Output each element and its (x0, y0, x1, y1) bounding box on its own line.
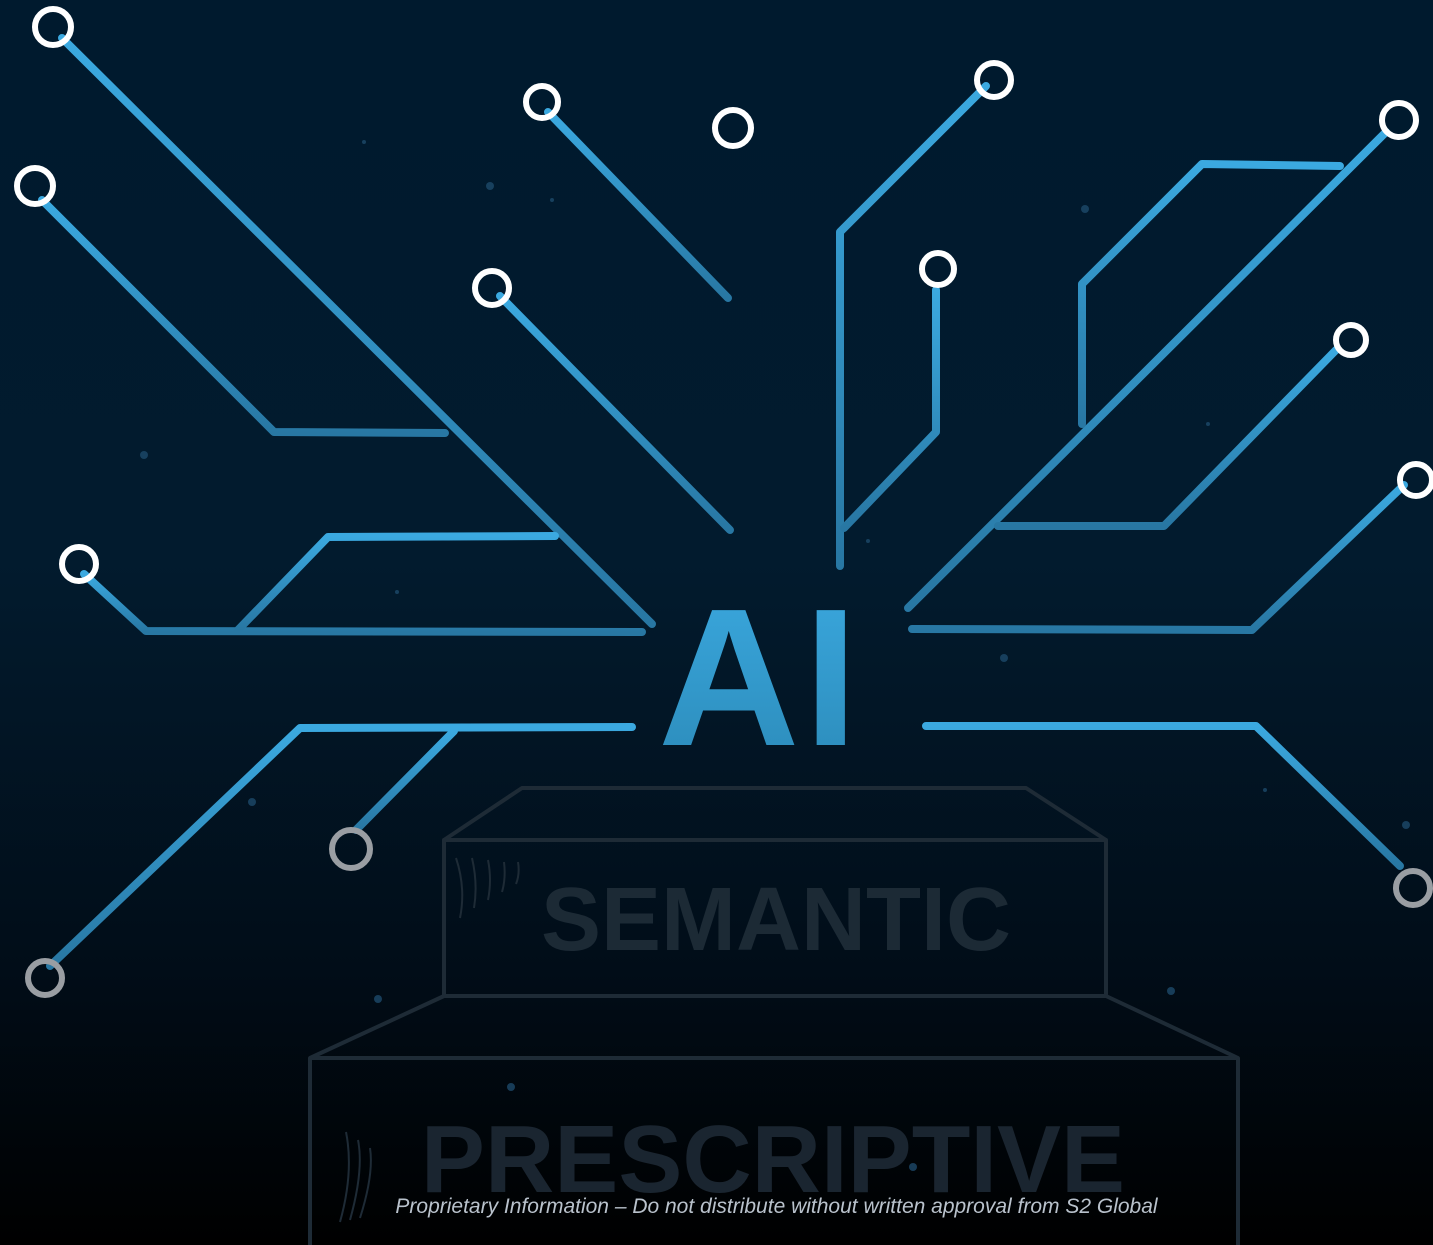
circuit-node-icon (1333, 322, 1369, 358)
ai-label: AI (658, 568, 862, 787)
podium (308, 786, 1240, 1245)
background-specks (140, 140, 1410, 1171)
circuit-node-icon (1393, 868, 1433, 908)
circuit-node-icon (1379, 100, 1419, 140)
circuit-node-icon (25, 958, 65, 998)
circuit-traces (38, 34, 1408, 970)
circuit-node-icon (14, 165, 56, 207)
circuit-node-icon (974, 60, 1014, 100)
circuit-node-icon (32, 6, 74, 48)
circuit-nodes (14, 6, 1433, 998)
circuit-node-icon (523, 83, 561, 121)
proprietary-footer: Proprietary Information – Do not distrib… (395, 1195, 1158, 1218)
circuit-node-icon (329, 827, 373, 871)
circuit-node-icon (919, 250, 957, 288)
circuit-node-icon (1397, 461, 1433, 499)
step-label-prescriptive: PRESCRIPTIVE (421, 1106, 1125, 1213)
circuit-node-icon (472, 268, 512, 308)
circuit-node-icon (712, 107, 754, 149)
step-label-semantic: SEMANTIC (541, 870, 1011, 970)
circuit-node-icon (59, 544, 99, 584)
